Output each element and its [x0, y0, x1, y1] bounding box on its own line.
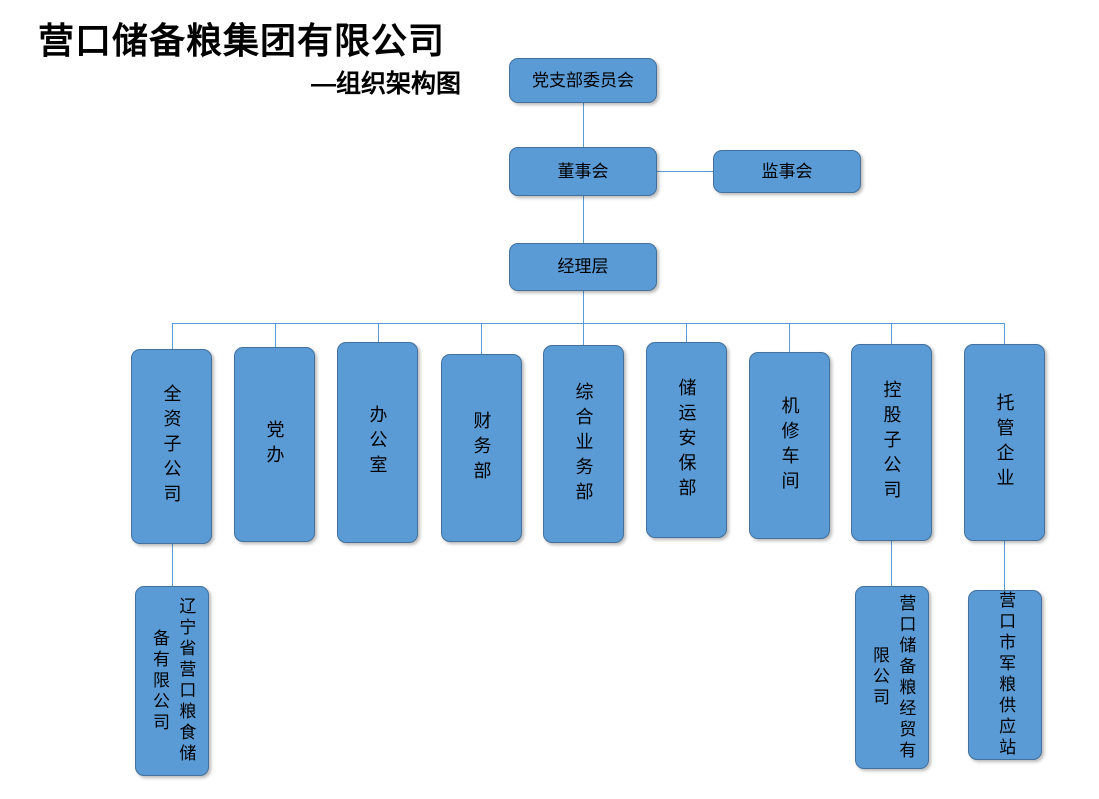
- node-dept-office-label: 办公室: [367, 405, 388, 480]
- node-dept-finance[interactable]: 财务部: [441, 354, 522, 542]
- connector-drop-dept-8: [891, 323, 892, 344]
- connector-board-to-supervisors: [657, 171, 713, 172]
- node-dept-managed-enterprise[interactable]: 托管企业: [964, 344, 1045, 541]
- node-dept-integrated-business-label: 综合业务部: [573, 381, 594, 507]
- connector-drop-dept-1: [172, 323, 173, 349]
- node-dept-machine-repair-workshop-label: 机修车间: [779, 395, 800, 496]
- node-party-committee-label: 党支部委员会: [532, 70, 634, 90]
- connector-party-to-board: [583, 102, 584, 148]
- connector-board-to-management: [583, 196, 584, 243]
- node-dept-machine-repair-workshop[interactable]: 机修车间: [749, 352, 830, 539]
- node-party-committee[interactable]: 党支部委员会: [509, 58, 657, 103]
- connector-department-bus: [172, 323, 1005, 324]
- connector-drop-dept-4: [481, 323, 482, 354]
- node-dept-integrated-business[interactable]: 综合业务部: [543, 345, 624, 543]
- node-dept-managed-enterprise-label: 托管企业: [994, 392, 1015, 493]
- node-dept-office[interactable]: 办公室: [337, 342, 418, 543]
- connector-dept8-to-leaf2: [891, 541, 892, 586]
- connector-drop-dept-7: [789, 323, 790, 352]
- node-management-layer-label: 经理层: [557, 257, 609, 277]
- node-dept-wholly-owned-subsidiary[interactable]: 全资子公司: [131, 349, 212, 544]
- node-dept-wholly-owned-subsidiary-label: 全资子公司: [161, 384, 182, 509]
- connector-drop-dept-5: [583, 323, 584, 345]
- connector-dept9-to-leaf3: [1004, 541, 1005, 590]
- node-board-of-directors-label: 董事会: [557, 161, 609, 181]
- connector-drop-dept-3: [378, 323, 379, 342]
- node-dept-holding-subsidiary[interactable]: 控股子公司: [851, 344, 932, 541]
- connector-drop-dept-6: [686, 323, 687, 342]
- page-title: 营口储备粮集团有限公司: [38, 20, 446, 61]
- node-board-of-supervisors[interactable]: 监事会: [713, 150, 861, 193]
- node-board-of-supervisors-label: 监事会: [761, 161, 813, 181]
- node-leaf-liaoning-yingkou-grain-reserve[interactable]: 辽宁省营口粮食储备有限公司: [135, 586, 209, 776]
- connector-drop-dept-9: [1004, 323, 1005, 344]
- node-management-layer[interactable]: 经理层: [509, 243, 657, 291]
- page-subtitle: —组织架构图: [311, 70, 462, 98]
- node-dept-holding-subsidiary-label: 控股子公司: [881, 380, 902, 505]
- node-leaf-yingkou-grain-trade[interactable]: 营口储备粮经贸有限公司: [855, 586, 929, 769]
- node-leaf-liaoning-yingkou-grain-reserve-label: 辽宁省营口粮食储备有限公司: [150, 597, 196, 765]
- connector-management-to-bus: [583, 291, 584, 324]
- node-leaf-yingkou-grain-trade-label: 营口储备粮经贸有限公司: [870, 593, 916, 762]
- connector-drop-dept-2: [275, 323, 276, 347]
- node-leaf-yingkou-military-grain-supply-label: 营口市军粮供应站: [996, 591, 1016, 759]
- node-dept-storage-transport-security-label: 储运安保部: [676, 377, 697, 503]
- node-leaf-yingkou-military-grain-supply[interactable]: 营口市军粮供应站: [968, 590, 1042, 760]
- node-dept-party-office-label: 党办: [264, 419, 285, 470]
- node-board-of-directors[interactable]: 董事会: [509, 147, 657, 196]
- node-dept-party-office[interactable]: 党办: [234, 347, 315, 542]
- node-dept-storage-transport-security[interactable]: 储运安保部: [646, 342, 727, 538]
- connector-dept1-to-leaf1: [172, 544, 173, 586]
- node-dept-finance-label: 财务部: [471, 410, 492, 486]
